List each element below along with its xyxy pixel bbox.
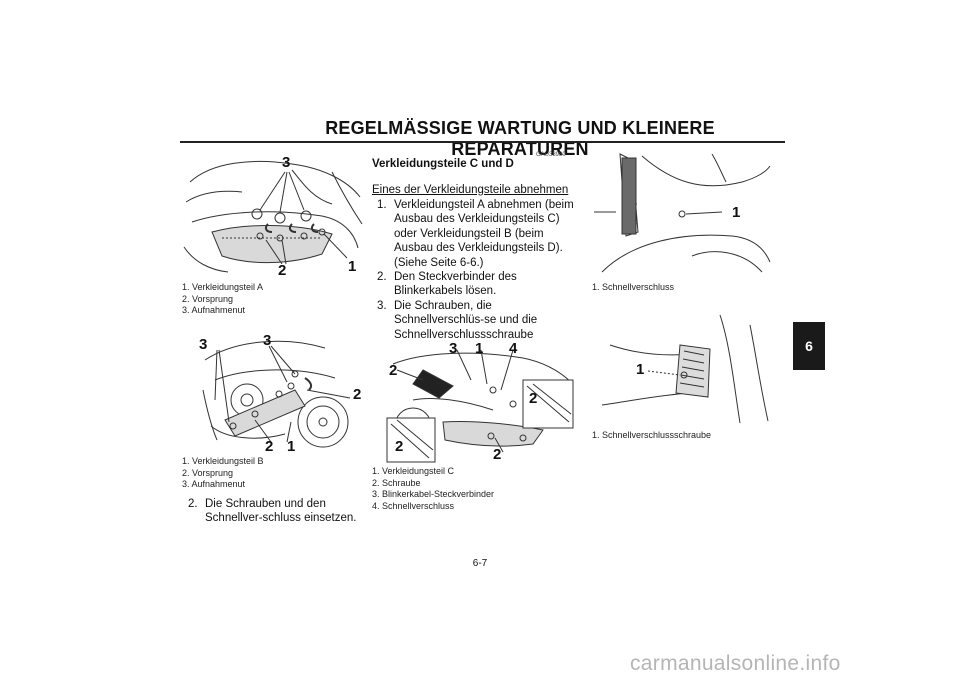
callout-2: 2 bbox=[265, 438, 274, 455]
callout-3: 3 bbox=[199, 336, 208, 353]
callout-1: 1 bbox=[287, 438, 296, 455]
callout-1: 1 bbox=[475, 340, 484, 357]
callout-2: 2 bbox=[278, 262, 287, 279]
figure-quick-fastener-screw: 1 bbox=[600, 305, 775, 425]
callout-2: 2 bbox=[389, 362, 398, 379]
figure-quick-fastener: 1 bbox=[592, 152, 772, 280]
page-title: REGELMÄSSIGE WARTUNG UND KLEINERE REPARA… bbox=[325, 118, 715, 159]
step-item: 2.Den Steckverbinder des Blinkerkabels l… bbox=[377, 271, 517, 298]
reference-code: GAU38980 bbox=[536, 152, 566, 158]
step-item: 1.Verkleidungsteil A abnehmen (beim Ausb… bbox=[377, 199, 574, 269]
callout-3: 3 bbox=[282, 154, 291, 171]
subsection-heading: Eines der Verkleidungsteile abnehmen bbox=[372, 184, 569, 196]
figure-4-caption: 1. Schnellverschluss bbox=[592, 282, 675, 292]
figure-1-caption: 1. Verkleidungsteil A 2. Vorsprung 3. Au… bbox=[182, 282, 264, 315]
title-rule bbox=[180, 141, 785, 143]
figure-fairing-c: 3 1 4 2 2 2 2 bbox=[383, 340, 578, 465]
callout-1: 1 bbox=[732, 204, 741, 221]
callout-1: 1 bbox=[636, 361, 645, 378]
section-heading: Verkleidungsteile C und D bbox=[372, 158, 514, 170]
page-number: 6-7 bbox=[472, 558, 488, 569]
figure-fairing-b: 3 3 2 2 1 bbox=[195, 330, 365, 455]
removal-steps: 1.Verkleidungsteil A abnehmen (beim Ausb… bbox=[377, 198, 578, 371]
callout-2: 2 bbox=[395, 438, 404, 455]
figure-5-caption: 1. Schnellverschlussschraube bbox=[592, 430, 712, 440]
callout-4: 4 bbox=[509, 340, 518, 357]
step-2-install: 2.Die Schrauben und den Schnellver-schlu… bbox=[188, 498, 357, 525]
callout-3: 3 bbox=[263, 332, 272, 349]
callout-2: 2 bbox=[493, 446, 502, 463]
callout-2: 2 bbox=[353, 386, 362, 403]
figure-fairing-a: 3 2 1 bbox=[182, 152, 365, 279]
watermark: carmanualsonline.info bbox=[630, 652, 841, 675]
callout-3: 3 bbox=[449, 340, 458, 357]
callout-2: 2 bbox=[529, 390, 538, 407]
callout-1: 1 bbox=[348, 258, 357, 275]
figure-2-caption: 1. Verkleidungsteil B 2. Vorsprung 3. Au… bbox=[182, 456, 264, 489]
chapter-tab: 6 bbox=[793, 322, 825, 370]
figure-3-caption: 1. Verkleidungsteil C 2. Schraube 3. Bli… bbox=[372, 466, 495, 511]
